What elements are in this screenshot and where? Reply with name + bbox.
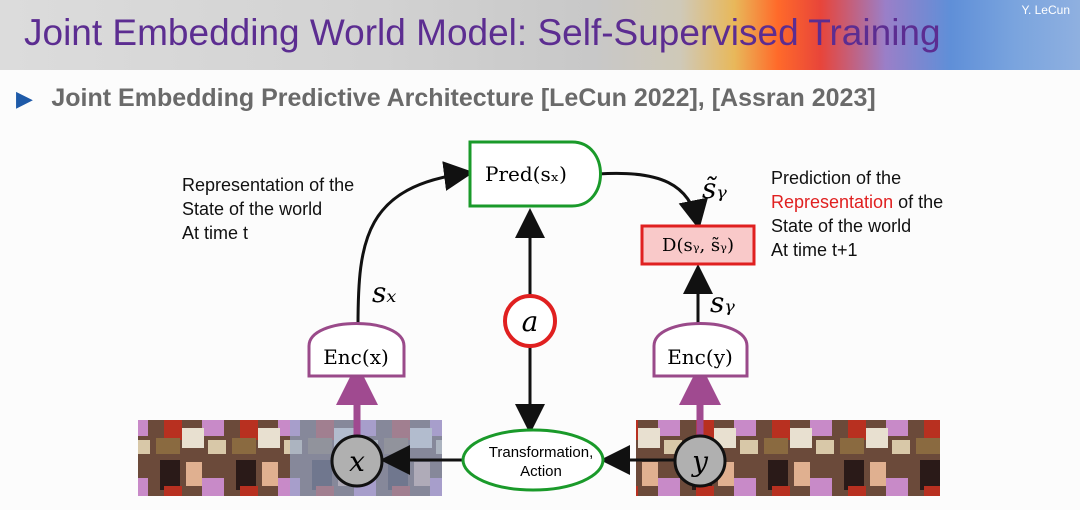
- transformation-node: [461, 428, 605, 492]
- annotation-right-suffix: of the: [893, 192, 944, 212]
- y-node: [673, 434, 727, 488]
- annotation-right-line1: Prediction of the: [771, 168, 902, 188]
- x-node: [330, 434, 384, 488]
- sy-tilde-label: s̃ᵧ: [702, 172, 727, 205]
- annotation-highlight: Representation: [771, 192, 894, 212]
- arrow-sx-to-pred: [356, 161, 474, 327]
- annotation-right: Prediction of the Representation of the …: [771, 166, 943, 262]
- predictor-box: [468, 140, 602, 208]
- action-label: a: [522, 305, 539, 338]
- encoder-y-label: Enc(y): [667, 345, 733, 369]
- predictor-label: Pred(sₓ): [485, 162, 567, 186]
- encoder-y-box: [652, 322, 749, 378]
- x-label: x: [349, 445, 365, 478]
- bullet-text: Joint Embedding Predictive Architecture …: [51, 84, 876, 112]
- slide-author: Y. LeCun: [1021, 3, 1071, 17]
- sx-label: sₓ: [372, 276, 396, 309]
- annotation-left-line1: Representation of the: [182, 175, 355, 195]
- slide-title: Joint Embedding World Model: Self-Superv…: [24, 12, 941, 53]
- annotation-right-line3: State of the world: [771, 216, 912, 236]
- slide-header: Joint Embedding World Model: Self-Superv…: [0, 0, 1080, 70]
- triangle-bullet-icon: ▶: [16, 85, 33, 111]
- sy-label: sᵧ: [710, 286, 735, 319]
- distance-label: D(sᵧ, s̃ᵧ): [662, 235, 734, 256]
- annotation-left-line3: At time t: [182, 223, 249, 243]
- bullet-row: ▶ Joint Embedding Predictive Architectur…: [16, 84, 876, 113]
- arrow-pred-to-distance: [597, 171, 708, 230]
- annotation-left-line2: State of the world: [182, 199, 323, 219]
- annotation-left: Representation of the State of the world…: [182, 173, 354, 245]
- video-frames-x-context: [138, 420, 290, 496]
- distance-box: [640, 224, 756, 266]
- y-label: y: [690, 445, 709, 478]
- transformation-label-line2: Action: [520, 463, 562, 480]
- encoder-x-label: Enc(x): [323, 345, 389, 369]
- annotation-right-line2: Representation of the: [771, 190, 943, 214]
- action-node: [503, 294, 557, 348]
- annotation-right-line4: At time t+1: [771, 240, 858, 260]
- transformation-label-line1: Transformation,: [489, 444, 593, 461]
- encoder-x-box: [307, 322, 406, 378]
